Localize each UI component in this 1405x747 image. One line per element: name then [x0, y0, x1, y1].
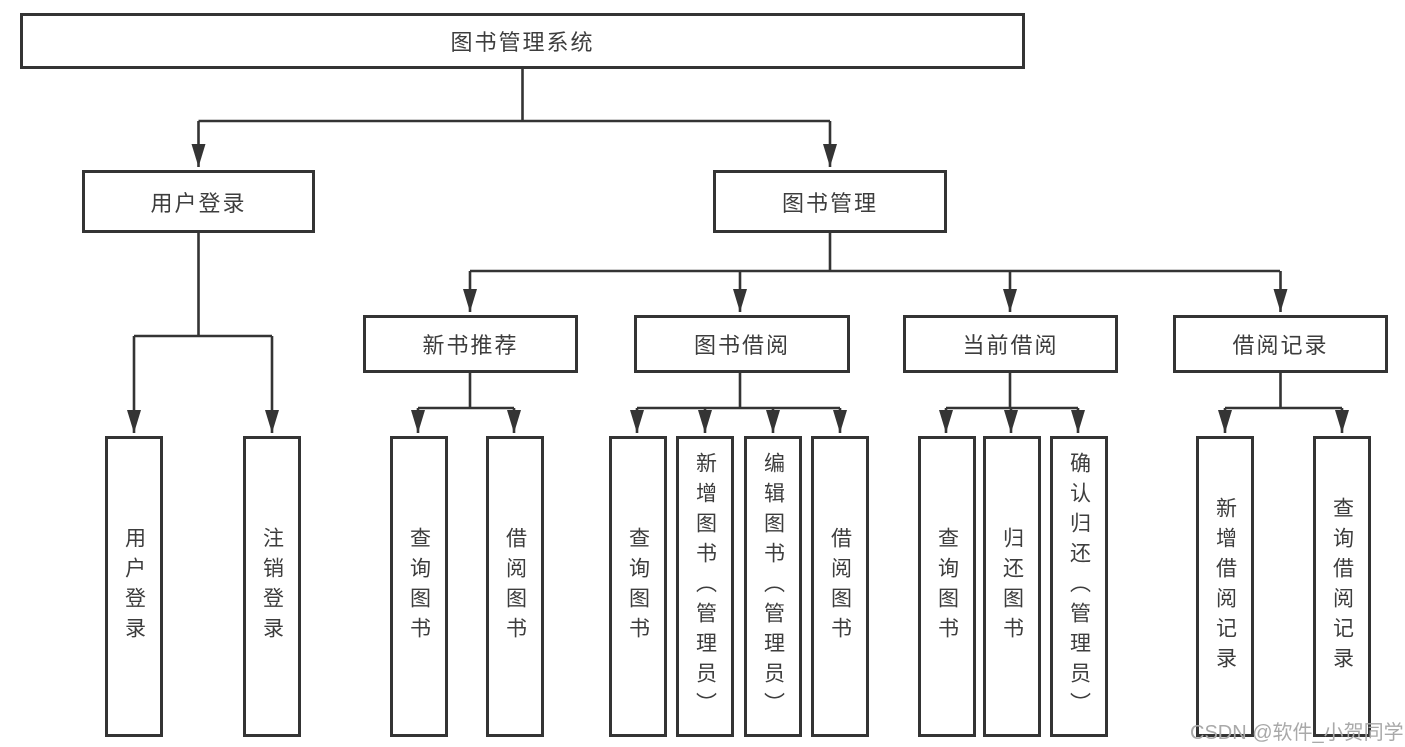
node-label: 新书推荐 [422, 333, 519, 358]
leaf-label: 借阅图书 [828, 526, 852, 647]
node-label: 当前借阅 [962, 333, 1059, 358]
leaf-add-books-admin: 新增图书（管理员） [676, 436, 734, 737]
leaf-confirm-return-admin: 确认归还（管理员） [1050, 436, 1108, 737]
rail-root [198, 69, 830, 123]
csdn-watermark: CSDN @软件_小贺同学 [1190, 722, 1404, 744]
leaf-label: 查询图书 [935, 526, 959, 647]
leaf-label: 查询借阅记录 [1330, 496, 1354, 677]
node-label: 借阅记录 [1232, 333, 1329, 358]
leaf-label: 用户登录 [122, 526, 146, 647]
node-root-system: 图书管理系统 [20, 13, 1025, 69]
leaf-label: 查询图书 [626, 526, 650, 647]
node-label: 图书管理系统 [450, 30, 595, 55]
leaf-logout: 注销登录 [243, 436, 301, 737]
leaf-borrow-books: 借阅图书 [811, 436, 869, 737]
leaf-query-books-current: 查询图书 [918, 436, 976, 737]
leaf-user-login: 用户登录 [105, 436, 163, 737]
rail-book-mgmt [470, 233, 1280, 273]
leaf-label: 编辑图书（管理员） [761, 451, 785, 722]
node-book-borrow: 图书借阅 [634, 315, 850, 373]
leaf-add-borrow-record: 新增借阅记录 [1196, 436, 1254, 737]
leaf-label: 归还图书 [1000, 526, 1024, 647]
leaf-query-books-borrow: 查询图书 [609, 436, 667, 737]
node-label: 用户登录 [150, 190, 247, 216]
node-label: 图书管理 [781, 190, 878, 216]
leaf-query-borrow-record: 查询借阅记录 [1313, 436, 1371, 737]
rail-book-borrow [637, 373, 840, 410]
node-new-book-recommend: 新书推荐 [363, 315, 578, 373]
leaf-label: 借阅图书 [503, 526, 527, 647]
leaf-edit-books-admin: 编辑图书（管理员） [744, 436, 802, 737]
node-book-management: 图书管理 [713, 170, 947, 233]
leaf-label: 查询图书 [407, 526, 431, 647]
leaf-borrow-books-recommend: 借阅图书 [486, 436, 544, 737]
leaf-label: 新增借阅记录 [1213, 496, 1237, 677]
leaf-label: 注销登录 [260, 526, 284, 647]
node-borrow-records: 借阅记录 [1173, 315, 1388, 373]
rail-borrow-records [1225, 373, 1342, 410]
leaf-query-books-recommend: 查询图书 [390, 436, 448, 737]
node-label: 图书借阅 [693, 333, 790, 358]
rail-user-login [134, 233, 272, 338]
leaf-return-books: 归还图书 [983, 436, 1041, 737]
rail-current-borrow [946, 373, 1078, 410]
rail-new-book [418, 373, 514, 410]
node-user-login: 用户登录 [82, 170, 315, 233]
node-current-borrow: 当前借阅 [903, 315, 1118, 373]
leaf-label: 确认归还（管理员） [1067, 451, 1091, 722]
leaf-label: 新增图书（管理员） [693, 451, 717, 722]
